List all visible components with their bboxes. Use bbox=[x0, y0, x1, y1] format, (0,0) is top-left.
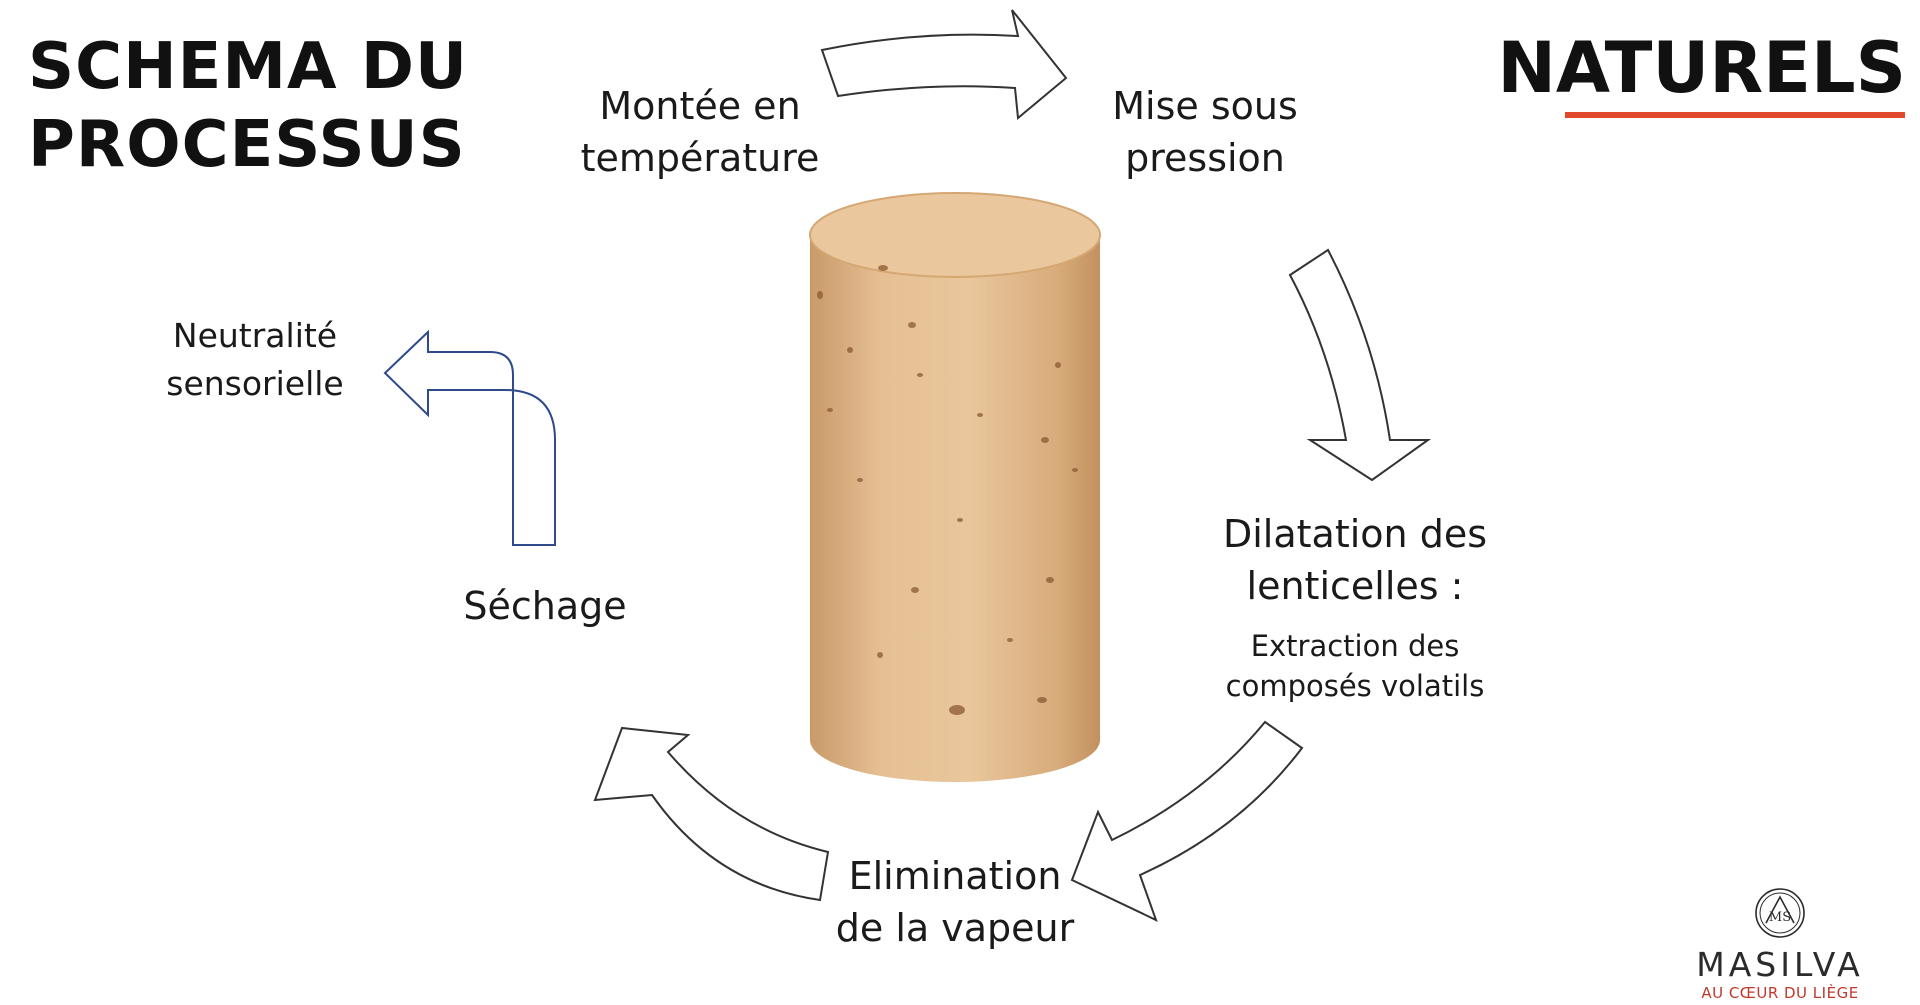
arrow-dilation-to-elimination bbox=[1070, 720, 1304, 922]
step-dilation-line1: Dilatation des bbox=[1222, 512, 1487, 556]
step-dilation-line2: lenticelles : bbox=[1246, 564, 1464, 608]
step-elimination: Elimination de la vapeur bbox=[820, 850, 1090, 954]
step-extraction-line1: Extraction des bbox=[1250, 629, 1460, 663]
step-pressure: Mise sous pression bbox=[1080, 80, 1330, 184]
arrow-heating-to-pressure bbox=[820, 9, 1068, 120]
step-pressure-line2: pression bbox=[1125, 136, 1285, 180]
step-elimination-line1: Elimination bbox=[848, 854, 1062, 898]
arrow-elimination-to-drying bbox=[593, 726, 830, 902]
step-drying-label: Séchage bbox=[463, 584, 627, 628]
masilva-logo: MS MASILVA AU CŒUR DU LIÈGE bbox=[1680, 885, 1880, 1002]
step-result-line1: Neutralité bbox=[172, 316, 338, 355]
step-pressure-line1: Mise sous bbox=[1112, 84, 1298, 128]
arrow-drying-to-result bbox=[383, 329, 556, 546]
masilva-monogram-icon: MS bbox=[1755, 888, 1805, 938]
arrow-pressure-to-dilation bbox=[1288, 248, 1432, 482]
category-title-underline bbox=[1565, 112, 1905, 118]
step-heating: Montée en température bbox=[570, 80, 830, 184]
page-title-line2: PROCESSUS bbox=[28, 108, 466, 182]
step-heating-line1: Montée en bbox=[599, 84, 801, 128]
step-result-line2: sensorielle bbox=[166, 364, 344, 403]
step-dilation: Dilatation des lenticelles : bbox=[1205, 508, 1505, 612]
page-title-line1: SCHEMA DU bbox=[28, 30, 468, 104]
category-title: NATURELS bbox=[1497, 27, 1906, 109]
step-result: Neutralité sensorielle bbox=[150, 312, 360, 408]
step-extraction: Extraction des composés volatils bbox=[1205, 626, 1505, 706]
step-drying: Séchage bbox=[440, 580, 650, 632]
step-heating-line2: température bbox=[580, 136, 820, 180]
page-title: SCHEMA DU PROCESSUS bbox=[28, 28, 468, 184]
svg-text:MS: MS bbox=[1769, 910, 1791, 925]
logo-name: MASILVA bbox=[1696, 945, 1864, 984]
wine-cork-icon bbox=[809, 192, 1101, 782]
step-elimination-line2: de la vapeur bbox=[835, 906, 1075, 950]
logo-tagline: AU CŒUR DU LIÈGE bbox=[1701, 984, 1859, 1002]
step-extraction-line2: composés volatils bbox=[1225, 669, 1485, 703]
